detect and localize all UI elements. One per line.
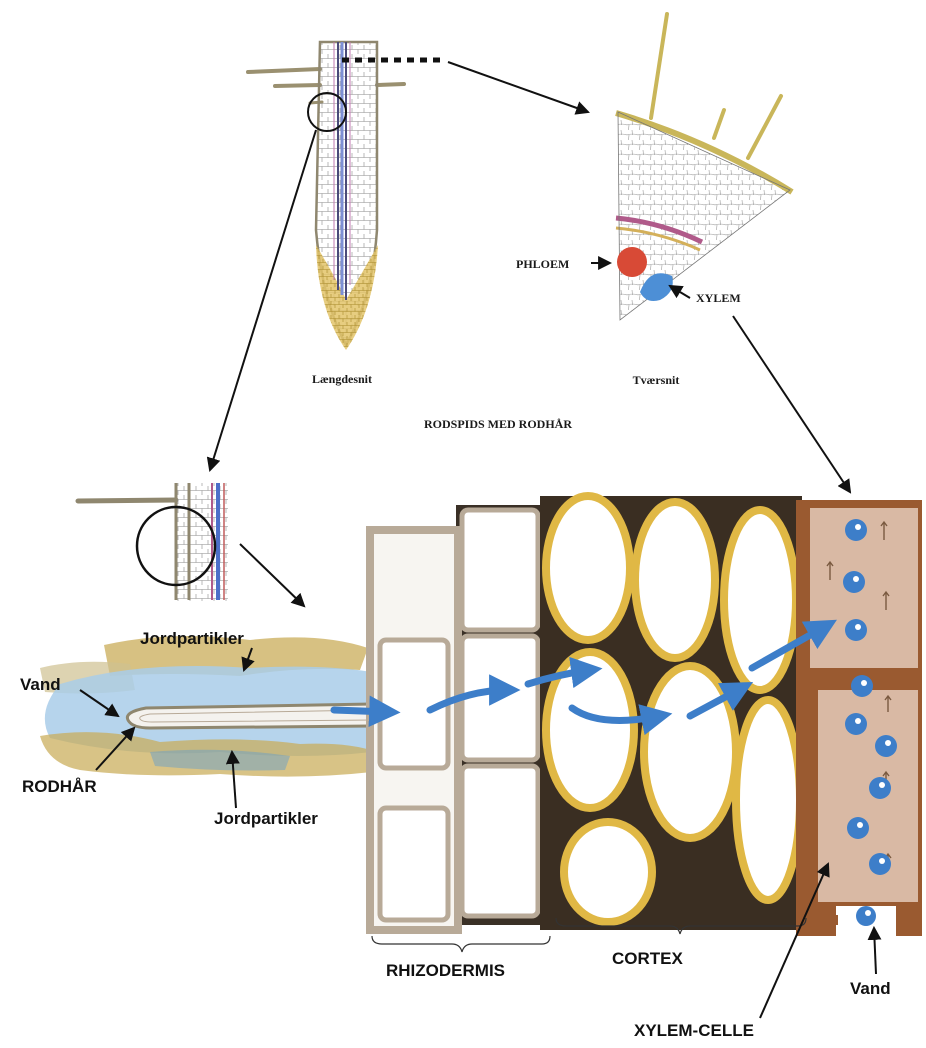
cortex-cell-1 (546, 496, 630, 640)
cross-hair-3 (748, 96, 781, 158)
label-cortex: CORTEX (612, 949, 684, 968)
label-xylem-cell: XYLEM-CELLE (634, 1021, 754, 1040)
phloem-spot (617, 247, 647, 277)
label-title: RODSPIDS MED RODHÅR (424, 417, 572, 431)
xylem-column (796, 500, 922, 936)
root-cross-section (600, 14, 800, 330)
root-hair-mid-left (275, 85, 320, 86)
label-phloem: PHLOEM (516, 257, 569, 271)
label-xylem: XYLEM (696, 291, 741, 305)
arrow-xylem (670, 286, 690, 298)
cross-hair-2 (714, 110, 724, 138)
rhizodermis-cells (370, 498, 544, 930)
cortex-cell-2 (635, 502, 715, 658)
water-arrow-1 (334, 710, 388, 712)
arrow-to-root-hair-detail (240, 544, 304, 606)
label-water-right: Vand (850, 979, 891, 998)
label-soil-top: Jordpartikler (140, 629, 244, 648)
rhizo-cell-4 (462, 636, 538, 760)
label-water-left: Vand (20, 675, 61, 694)
label-rhizodermis: RHIZODERMIS (386, 961, 505, 980)
rhizo-cell-2 (380, 808, 448, 920)
root-hair-in-soil (40, 636, 376, 777)
rhizo-cell-3 (462, 510, 538, 630)
label-soil-bottom: Jordpartikler (214, 809, 318, 828)
magnified-root-hair (78, 500, 176, 501)
label-root-hair: RODHÅR (22, 777, 97, 796)
cortex-cell-6 (736, 700, 800, 900)
label-longitudinal: Længdesnit (312, 372, 372, 386)
cross-hair-1 (651, 14, 667, 118)
cortex-cell-7 (564, 822, 652, 922)
arrow-to-xylem-detail (733, 316, 850, 492)
rhizo-cell-5 (462, 766, 538, 916)
arrow-to-cross-section (448, 62, 588, 112)
cortex-cell-5 (644, 666, 736, 838)
arrow-to-magnified-root (210, 130, 316, 470)
label-cross: Tværsnit (633, 373, 680, 387)
root-longitudinal-section (248, 42, 404, 350)
root-hair-top-left (248, 69, 320, 72)
root-hair-right (377, 84, 404, 85)
rhizodermis-bracket (372, 936, 550, 952)
magnified-root-edge (78, 483, 228, 601)
xylem-cell-lower (818, 690, 918, 902)
